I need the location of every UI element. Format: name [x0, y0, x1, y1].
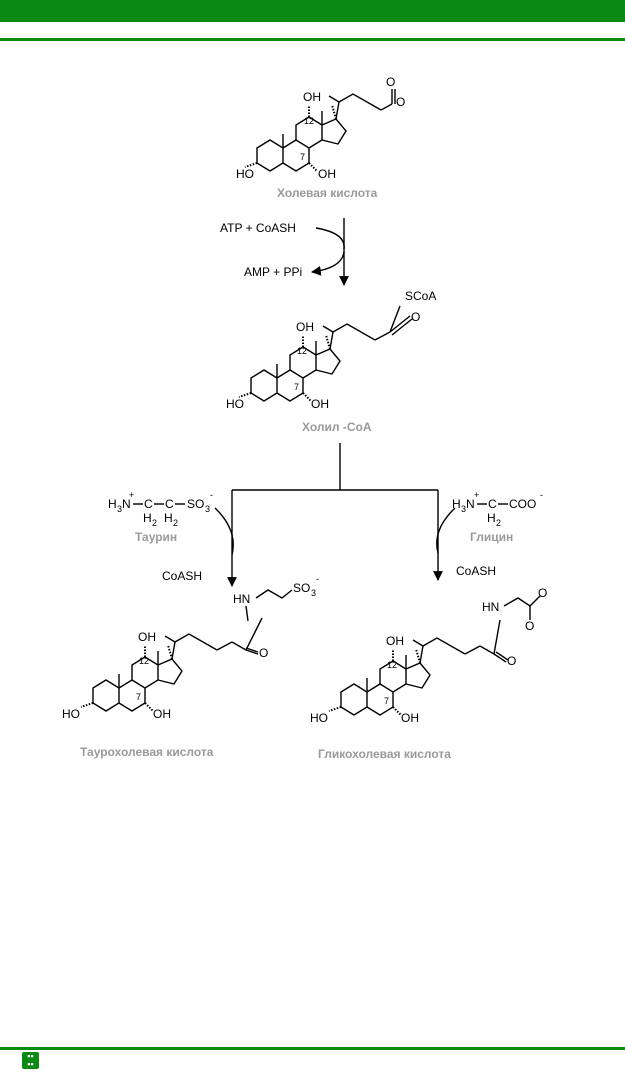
amp-ppi-label: AMP + PPi [244, 265, 302, 279]
cholic-acid-caption: Холевая кислота [277, 186, 378, 200]
svg-text:H: H [108, 497, 117, 511]
c12-number: 12 [304, 116, 314, 126]
carbonyl-o-label: O [386, 75, 395, 89]
oh-12-label: OH [303, 90, 321, 104]
oh-12-label: OH [138, 630, 156, 644]
ho-label: HO [310, 711, 328, 725]
coash-right-label: CoASH [456, 564, 496, 578]
svg-text:2: 2 [152, 518, 157, 528]
taurine-formula: H 3 N + C H 2 C H 2 SO 3 - [108, 490, 213, 528]
svg-text:H: H [164, 511, 173, 525]
glycine-formula: H 3 N + C H 2 COO - [452, 490, 543, 528]
footer-divider [0, 1047, 625, 1050]
c7-number: 7 [384, 696, 389, 706]
taurocholic-acid-structure: HN SO 3 - O HO OH OH 12 7 [62, 574, 319, 721]
hn-label: HN [233, 592, 250, 606]
cholyl-coa-structure: SCoA O HO OH OH 12 7 [226, 289, 436, 411]
svg-text:-: - [540, 490, 543, 500]
oh-7-label: OH [153, 707, 171, 721]
svg-text:+: + [129, 490, 134, 500]
taurine-caption: Таурин [135, 530, 177, 544]
svg-text:N: N [122, 497, 131, 511]
svg-text:N: N [466, 497, 475, 511]
carboxyl-o-label: O [396, 95, 405, 109]
svg-text:-: - [316, 574, 319, 584]
svg-text:H: H [452, 497, 461, 511]
svg-text:3: 3 [461, 504, 466, 514]
ho-label: HO [236, 167, 254, 181]
c7-number: 7 [294, 382, 299, 392]
svg-text:2: 2 [173, 518, 178, 528]
c12-number: 12 [387, 660, 397, 670]
oh-7-label: OH [401, 711, 419, 725]
svg-text:SO: SO [187, 497, 204, 511]
taurocholic-acid-caption: Таурохолевая кислота [80, 745, 214, 759]
atp-coash-label: ATP + CoASH [220, 221, 296, 235]
oh-12-label: OH [386, 634, 404, 648]
so3-label: SO [293, 581, 310, 595]
svg-text:COO: COO [509, 497, 536, 511]
oh-7-label: OH [311, 397, 329, 411]
oh-7-label: OH [318, 167, 336, 181]
carbonyl-o-label: O [259, 646, 268, 660]
coa-activation-arrow: ATP + CoASH AMP + PPi [220, 218, 349, 286]
cholyl-coa-caption: Холил -CoA [302, 420, 372, 434]
coash-left-label: CoASH [162, 569, 202, 583]
carboxyl-o-label: O [538, 586, 547, 600]
hn-label: HN [482, 600, 499, 614]
c12-number: 12 [297, 346, 307, 356]
svg-text:C: C [165, 497, 174, 511]
svg-text:-: - [210, 490, 213, 500]
publisher-logo-icon: ▪▪▪▪ [22, 1052, 39, 1069]
glycocholic-acid-caption: Гликохолевая кислота [318, 747, 451, 761]
svg-text:C: C [144, 497, 153, 511]
glycocholic-acid-structure: HN O O O HO OH OH 12 7 [310, 586, 547, 725]
svg-text:+: + [474, 490, 479, 500]
cholic-acid-structure: HO OH OH 12 7 O O [236, 75, 405, 181]
svg-text:2: 2 [496, 518, 501, 528]
top-green-bar [0, 0, 625, 22]
svg-text:H: H [143, 511, 152, 525]
c7-number: 7 [300, 152, 305, 162]
oh-12-label: OH [296, 320, 314, 334]
scoa-label: SCoA [405, 289, 436, 303]
c7-number: 7 [136, 692, 141, 702]
svg-text:3: 3 [311, 588, 316, 598]
svg-text:C: C [488, 497, 497, 511]
svg-text:3: 3 [205, 504, 210, 514]
ho-label: HO [226, 397, 244, 411]
ho-label: HO [62, 707, 80, 721]
carbonyl-o-label: O [507, 654, 516, 668]
branch-connector [214, 443, 456, 587]
carboxyl-o2-label: O [525, 619, 534, 633]
c12-number: 12 [139, 656, 149, 666]
glycine-caption: Глицин [470, 530, 513, 544]
svg-text:H: H [487, 511, 496, 525]
svg-text:3: 3 [117, 504, 122, 514]
header-divider [0, 38, 625, 41]
carbonyl-o-label: O [411, 310, 420, 324]
